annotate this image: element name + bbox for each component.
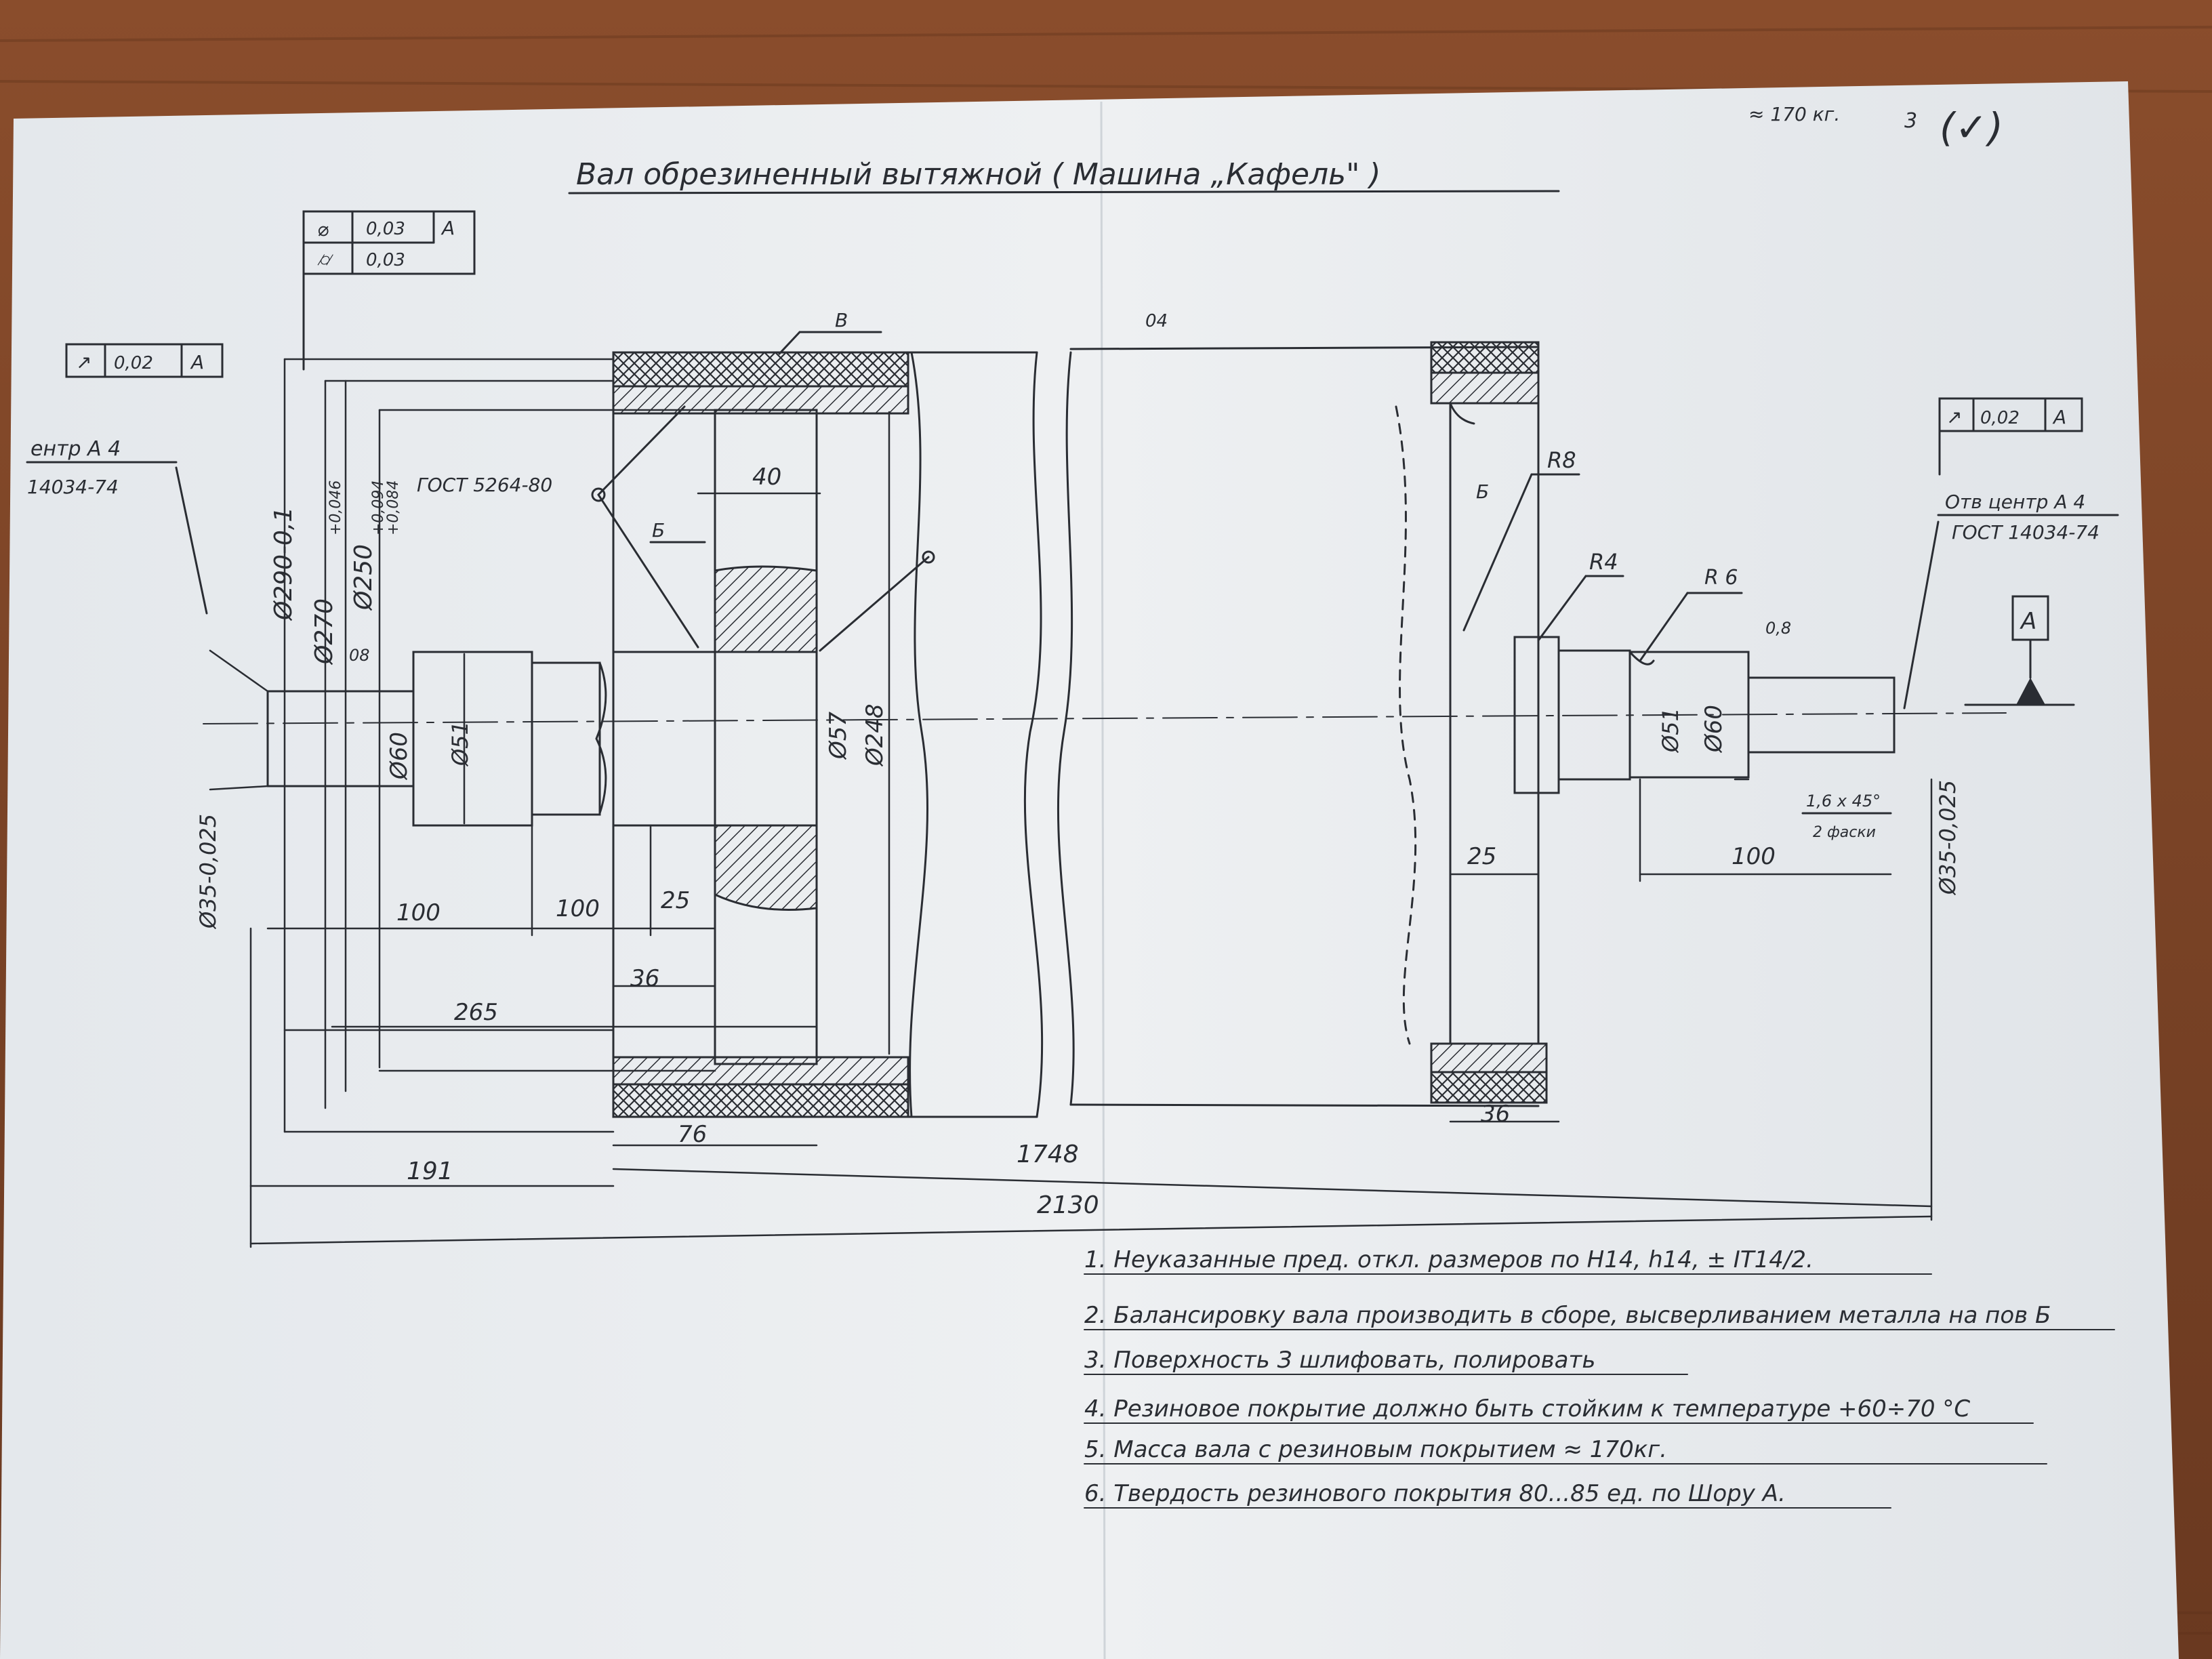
dim-25-left: 25: [661, 887, 690, 914]
dim-d60-right: Ø60: [1700, 705, 1727, 754]
dim-d290: Ø290-0,1: [270, 507, 298, 621]
corner-weight-note: ≈ 170 кг.: [1748, 103, 1840, 125]
dim-2130: 2130: [1037, 1191, 1099, 1219]
dim-36-right: 36: [1481, 1101, 1510, 1128]
datum-letter: А: [2020, 608, 2036, 635]
dim-d51-right: Ø51: [1658, 708, 1683, 754]
dim-d35-left: Ø35-0,025: [195, 814, 221, 930]
tolerance-datum: А: [441, 217, 455, 239]
dim-25-right: 25: [1467, 843, 1496, 870]
dim-191: 191: [407, 1158, 453, 1185]
center-axis: [203, 712, 2007, 724]
dim-76: 76: [678, 1121, 707, 1148]
tolerance-datum-left: А: [190, 351, 204, 373]
runout-icon: ↗: [76, 351, 91, 373]
weld-gost-label: ГОСТ 5264-80: [417, 474, 552, 496]
dim-d270: Ø270: [310, 598, 338, 665]
note-6: 6. Твердость резинового покрытия 80...85…: [1084, 1480, 1786, 1507]
corner-check-mark: (✓): [1940, 104, 2003, 150]
tolerance-frame-top: ⌀ 0,03 А ⌭ 0,03: [302, 210, 476, 371]
technical-drawing: Вал обрезиненный вытяжной ( Машина „Кафе…: [26, 103, 2119, 1509]
tolerance-value-right: 0,02: [1980, 408, 2020, 428]
length-dimensions: [249, 492, 1933, 1248]
tolerance-symbol-icon: ⌀: [317, 218, 329, 241]
dim-100b: 100: [556, 895, 600, 922]
tolerance-frame-left: ↗ 0,02 А: [65, 343, 224, 378]
dim-d35-right: Ø35-0,025: [1935, 780, 1961, 896]
note-3: 3. Поверхность З шлифовать, полировать: [1084, 1347, 1595, 1374]
center-hole-gost-right: ГОСТ 14034-74: [1952, 521, 2100, 544]
dim-d57: Ø57: [825, 712, 852, 760]
radius-r4: R4: [1589, 549, 1618, 575]
dim-40: 40: [752, 464, 781, 491]
surface-mark-b-right: Б: [1476, 480, 1489, 503]
note-5: 5. Масса вала с резиновым покрытием ≈ 17…: [1084, 1436, 1667, 1463]
roughness-top: 04: [1145, 311, 1168, 331]
dim-d250-tol-upper: +0,094: [370, 480, 387, 535]
dim-d248: Ø248: [861, 703, 888, 767]
runout-icon-right: ↗: [1946, 406, 1962, 428]
radius-r6: R 6: [1704, 566, 1738, 590]
dim-d250-tol-lower: +0,084: [385, 480, 402, 535]
roughness-right: 0,8: [1765, 619, 1791, 638]
dim-d250: Ø250: [350, 544, 377, 611]
tolerance-value-2: 0,03: [366, 250, 405, 270]
chamfer-spec: 1,6 х 45°: [1806, 792, 1881, 811]
dim-265: 265: [454, 999, 498, 1026]
tolerance-value: 0,03: [366, 219, 405, 239]
dim-100a: 100: [396, 899, 441, 926]
center-hole-label-right: Отв центр А 4: [1945, 491, 2085, 513]
surface-mark-v: В: [835, 309, 848, 331]
right-hub: [1430, 341, 1896, 1104]
surface-mark-b-left: Б: [652, 519, 665, 541]
chamfer-count: 2 фаски: [1813, 824, 1876, 841]
paper-sheet: [0, 81, 2179, 1659]
corner-mark: 3: [1904, 109, 1917, 133]
diameter-dimensions: [209, 358, 1750, 1133]
paper-fold: [1100, 101, 1106, 1659]
drawing-title: Вал обрезиненный вытяжной ( Машина „Кафе…: [576, 157, 1380, 192]
note-2: 2. Балансировку вала производить в сборе…: [1084, 1302, 2051, 1329]
note-1: 1. Неуказанные пред. откл. размеров по Н…: [1084, 1246, 1814, 1273]
dim-tol-extra: +0,046: [327, 480, 344, 535]
note-4: 4. Резиновое покрытие должно быть стойки…: [1084, 1395, 1970, 1422]
radius-r8: R8: [1547, 447, 1576, 473]
center-hole-label-left: ентр А 4: [30, 437, 121, 461]
center-hole-gost-left: 14034-74: [27, 476, 119, 498]
dim-d60-left: Ø60: [386, 732, 413, 781]
technical-notes: 1. Неуказанные пред. откл. размеров по Н…: [1084, 1246, 2115, 1509]
roughness-left: 08: [349, 646, 370, 665]
dim-100-right: 100: [1732, 843, 1776, 870]
datum-a-symbol: А: [1964, 595, 2075, 706]
dim-36-left: 36: [630, 965, 659, 992]
tolerance-value-left: 0,02: [114, 353, 153, 373]
shaft-left-journal: [266, 651, 607, 827]
tolerance-datum-right: А: [2052, 406, 2066, 428]
cylindricity-icon: ⌭: [317, 248, 333, 270]
dim-1748: 1748: [1017, 1141, 1079, 1168]
annotation-leaders: ентр А 4 14034-74 Отв центр А 4 ГОСТ 140…: [26, 309, 2119, 841]
dim-d51-left: Ø51: [447, 721, 473, 767]
drum-body: [907, 346, 1540, 1118]
tolerance-frame-right: ↗ 0,02 А: [1938, 397, 2083, 476]
